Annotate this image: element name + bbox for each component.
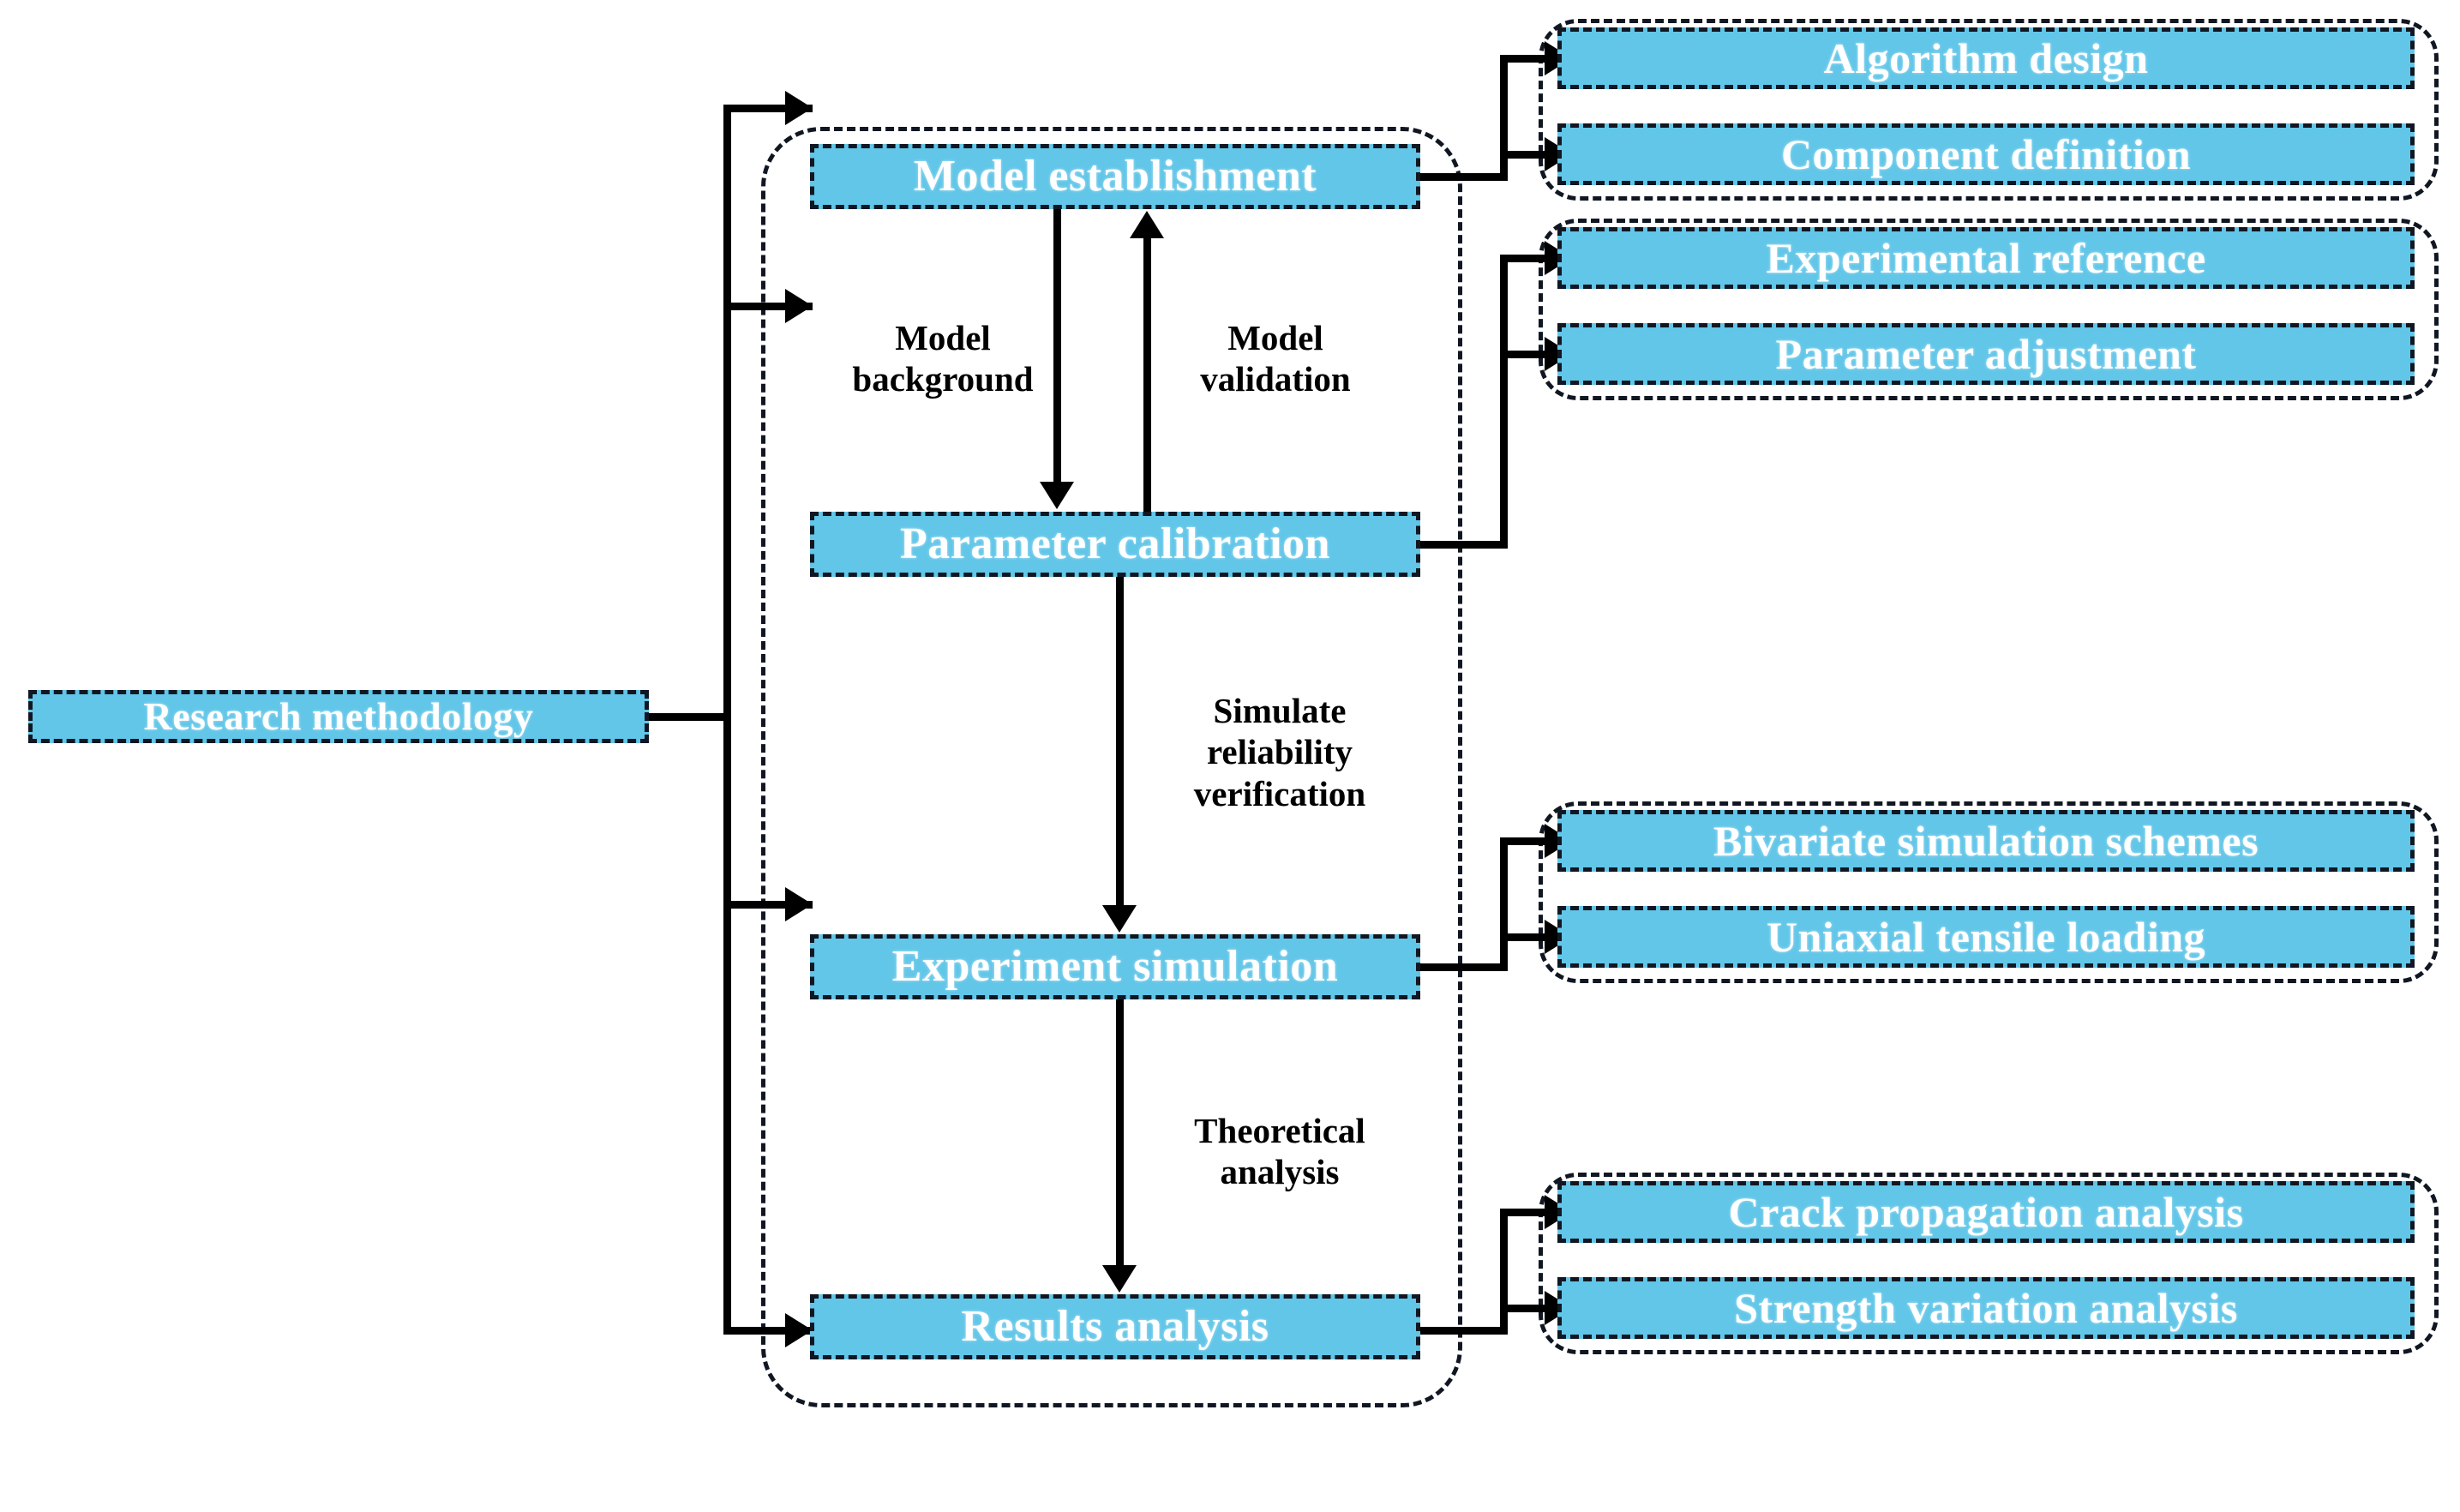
node-parameter-adjustment[interactable]: Parameter adjustment	[1557, 323, 2415, 385]
connector-stage2-to-branch	[1420, 541, 1508, 549]
edge-label-model-background: Model background	[852, 318, 1034, 399]
node-label: Model establishment	[913, 152, 1317, 201]
node-label: Component definition	[1780, 130, 2192, 178]
edge-label-simulate-reliability: Simulate reliability verification	[1193, 691, 1366, 813]
connector-branch4-to-crack-propagation-analysis	[1500, 1209, 1581, 1216]
node-label: Experimental reference	[1766, 234, 2206, 282]
node-uniaxial-tensile-loading[interactable]: Uniaxial tensile loading	[1557, 906, 2415, 968]
group-model-establishment-details	[1539, 19, 2439, 201]
node-label: Bivariate simulation schemes	[1713, 817, 2259, 865]
connector-left-trunk	[723, 105, 731, 1335]
connector-branch2-trunk	[1500, 255, 1508, 548]
node-label: Parameter calibration	[900, 519, 1330, 568]
connector-stage4-to-branch	[1420, 1327, 1508, 1335]
connector-branch2-to-parameter-adjustment	[1500, 351, 1581, 358]
node-label: Experiment simulation	[891, 942, 1339, 991]
arrowhead-simulate-reliability	[1102, 905, 1137, 933]
connector-branch1-trunk	[1500, 55, 1508, 180]
arrowhead-to-model-establishment	[785, 91, 813, 125]
arrowhead-to-parameter-calibration	[785, 289, 813, 323]
connector-model-validation	[1143, 237, 1151, 512]
connector-branch4-to-strength-variation-analysis	[1500, 1305, 1581, 1312]
connector-branch4-trunk	[1500, 1209, 1508, 1334]
connector-model-background	[1053, 209, 1061, 483]
connector-trunk-to-model-establishment	[723, 105, 813, 112]
connector-root-to-trunk	[649, 713, 731, 721]
connector-branch2-to-experimental-reference	[1500, 255, 1581, 262]
arrowhead-theoretical-analysis	[1102, 1265, 1137, 1293]
node-algorithm-design[interactable]: Algorithm design	[1557, 27, 2415, 89]
connector-stage3-to-branch	[1420, 963, 1508, 971]
connector-trunk-to-results-analysis	[723, 1327, 813, 1335]
node-research-methodology[interactable]: Research methodology	[28, 690, 649, 743]
pipeline-container	[761, 127, 1462, 1407]
group-experiment-simulation-details	[1539, 801, 2439, 983]
edge-label-theoretical-analysis: Theoretical analysis	[1194, 1111, 1365, 1192]
node-label: Crack propagation analysis	[1728, 1188, 2244, 1236]
connector-branch1-to-component-definition	[1500, 151, 1581, 159]
node-label: Research methodology	[143, 694, 534, 738]
connector-branch1-to-algorithm-design	[1500, 55, 1581, 63]
node-parameter-calibration[interactable]: Parameter calibration	[810, 512, 1420, 577]
node-strength-variation-analysis[interactable]: Strength variation analysis	[1557, 1277, 2415, 1339]
connector-branch3-to-uniaxial-tensile-loading	[1500, 933, 1581, 941]
node-label: Algorithm design	[1823, 34, 2149, 82]
edge-label-model-validation: Model validation	[1200, 318, 1351, 399]
group-parameter-calibration-details	[1539, 219, 2439, 400]
arrowhead-model-validation	[1130, 211, 1164, 238]
connector-branch3-to-bivariate-simulation-schemes	[1500, 837, 1581, 845]
connector-simulate-reliability	[1116, 577, 1124, 907]
arrowhead-to-experiment-simulation	[785, 887, 813, 921]
node-label: Results analysis	[961, 1302, 1269, 1351]
node-label: Strength variation analysis	[1734, 1284, 2238, 1332]
node-experimental-reference[interactable]: Experimental reference	[1557, 227, 2415, 289]
node-label: Uniaxial tensile loading	[1766, 913, 2206, 961]
group-results-analysis-details	[1539, 1173, 2439, 1354]
node-bivariate-simulation-schemes[interactable]: Bivariate simulation schemes	[1557, 810, 2415, 872]
node-label: Parameter adjustment	[1775, 330, 2197, 378]
node-crack-propagation-analysis[interactable]: Crack propagation analysis	[1557, 1181, 2415, 1243]
connector-branch3-trunk	[1500, 837, 1508, 970]
node-results-analysis[interactable]: Results analysis	[810, 1294, 1420, 1359]
node-component-definition[interactable]: Component definition	[1557, 123, 2415, 185]
node-model-establishment[interactable]: Model establishment	[810, 144, 1420, 209]
connector-theoretical-analysis	[1116, 999, 1124, 1267]
connector-trunk-to-parameter-calibration	[723, 303, 813, 310]
node-experiment-simulation[interactable]: Experiment simulation	[810, 934, 1420, 999]
arrowhead-to-results-analysis	[785, 1313, 813, 1347]
connector-trunk-to-experiment-simulation	[723, 901, 813, 909]
connector-stage1-to-branch	[1420, 173, 1508, 181]
arrowhead-model-background	[1040, 482, 1074, 509]
